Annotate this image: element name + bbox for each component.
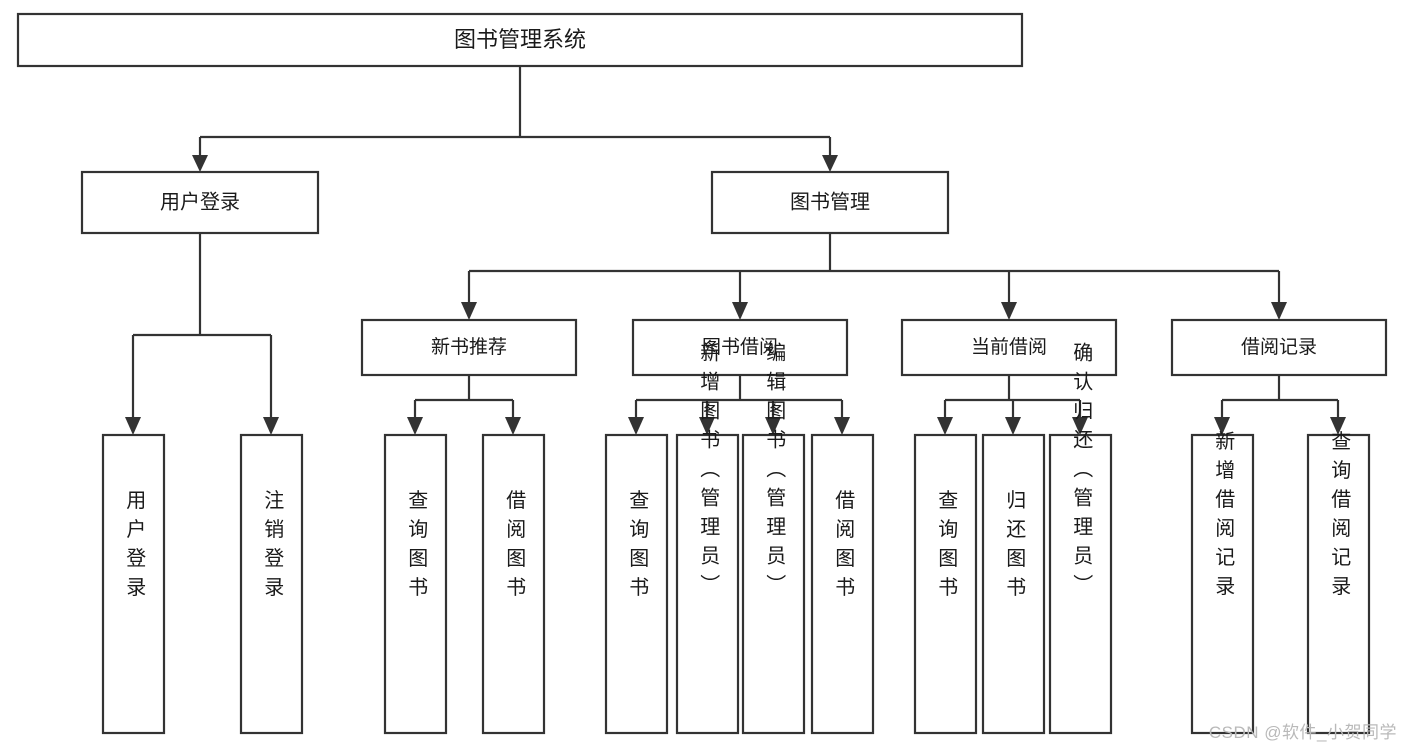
leaf-add-record-label: 新增借阅记录 bbox=[1212, 430, 1235, 604]
leaf-user-login[interactable]: 用户登录 bbox=[101, 433, 166, 735]
book-borrow-box[interactable] bbox=[631, 318, 849, 377]
arrow-leaf-query-book-2 bbox=[628, 417, 644, 435]
borrow-record-label: 借阅记录 bbox=[1241, 336, 1317, 358]
leaf-add-book[interactable]: 新增图书（管理员） bbox=[675, 341, 740, 735]
leaf-borrow-book-1-box[interactable] bbox=[481, 433, 546, 735]
borrow-record-box[interactable] bbox=[1170, 318, 1388, 377]
arrow-current-borrow bbox=[1001, 302, 1017, 320]
arrow-book-manage bbox=[822, 155, 838, 172]
leaf-add-record[interactable]: 新增借阅记录 bbox=[1190, 430, 1255, 735]
leaf-add-book-label: 新增图书（管理员） bbox=[697, 341, 720, 602]
leaf-borrow-book-2[interactable]: 借阅图书 bbox=[810, 433, 875, 735]
leaf-edit-book-box[interactable] bbox=[741, 433, 806, 735]
node-book-manage[interactable]: 图书管理 bbox=[710, 170, 950, 235]
leaf-add-record-box[interactable] bbox=[1190, 433, 1255, 735]
leaf-borrow-book-1-label: 借阅图书 bbox=[503, 489, 526, 605]
node-root[interactable]: 图书管理系统 bbox=[16, 12, 1024, 68]
book-manage-box[interactable] bbox=[710, 170, 950, 235]
leaf-return-book-box[interactable] bbox=[981, 433, 1046, 735]
book-borrow-label: 图书借阅 bbox=[702, 336, 778, 358]
user-login-box[interactable] bbox=[80, 170, 320, 235]
arrow-leaf-add-book bbox=[699, 417, 715, 435]
new-book-recommend-box[interactable] bbox=[360, 318, 578, 377]
arrow-leaf-borrow-book-1 bbox=[505, 417, 521, 435]
node-new-book-recommend[interactable]: 新书推荐 bbox=[360, 318, 578, 377]
arrow-borrow-record bbox=[1271, 302, 1287, 320]
leaf-edit-book-label: 编辑图书（管理员） bbox=[763, 341, 786, 602]
arrow-leaf-confirm-return bbox=[1072, 417, 1088, 435]
arrow-leaf-add-record bbox=[1214, 417, 1230, 435]
leaf-query-book-1-label: 查询图书 bbox=[405, 489, 428, 605]
node-current-borrow[interactable]: 当前借阅 bbox=[900, 318, 1118, 377]
node-user-login[interactable]: 用户登录 bbox=[80, 170, 320, 235]
leaf-add-book-box[interactable] bbox=[675, 433, 740, 735]
arrow-leaf-user-login bbox=[125, 417, 141, 435]
arrow-leaf-logout-login bbox=[263, 417, 279, 435]
arrow-leaf-query-book-1 bbox=[407, 417, 423, 435]
arrow-user-login bbox=[192, 155, 208, 172]
new-book-recommend-label: 新书推荐 bbox=[431, 336, 507, 358]
arrow-book-borrow bbox=[732, 302, 748, 320]
arrow-leaf-return-book bbox=[1005, 417, 1021, 435]
leaf-return-book-label: 归还图书 bbox=[1003, 489, 1026, 605]
leaf-query-book-2[interactable]: 查询图书 bbox=[604, 433, 669, 735]
leaf-return-book[interactable]: 归还图书 bbox=[981, 433, 1046, 735]
leaf-logout-login-box[interactable] bbox=[239, 433, 304, 735]
leaf-user-login-box[interactable] bbox=[101, 433, 166, 735]
leaf-logout-login-label: 注销登录 bbox=[261, 489, 284, 605]
arrow-new-book-recommend bbox=[461, 302, 477, 320]
current-borrow-label: 当前借阅 bbox=[971, 336, 1047, 358]
arrow-leaf-edit-book bbox=[765, 417, 781, 435]
leaf-query-book-3[interactable]: 查询图书 bbox=[913, 433, 978, 735]
root-label: 图书管理系统 bbox=[454, 27, 586, 52]
connectors bbox=[125, 66, 1346, 435]
node-borrow-record[interactable]: 借阅记录 bbox=[1170, 318, 1388, 377]
book-manage-label: 图书管理 bbox=[790, 190, 870, 213]
arrow-leaf-query-record bbox=[1330, 417, 1346, 435]
leaf-query-book-3-box[interactable] bbox=[913, 433, 978, 735]
leaf-query-record[interactable]: 查询借阅记录 bbox=[1306, 430, 1371, 735]
leaf-query-book-1[interactable]: 查询图书 bbox=[383, 433, 448, 735]
leaf-edit-book[interactable]: 编辑图书（管理员） bbox=[741, 341, 806, 735]
leaf-confirm-return-box[interactable] bbox=[1048, 433, 1113, 735]
leaf-query-book-2-box[interactable] bbox=[604, 433, 669, 735]
leaf-confirm-return[interactable]: 确认归还（管理员） bbox=[1048, 341, 1113, 735]
user-login-label: 用户登录 bbox=[160, 190, 240, 213]
arrow-leaf-borrow-book-2 bbox=[834, 417, 850, 435]
leaf-user-login-label: 用户登录 bbox=[123, 489, 146, 605]
leaf-query-book-1-box[interactable] bbox=[383, 433, 448, 735]
current-borrow-box[interactable] bbox=[900, 318, 1118, 377]
leaf-borrow-book-2-label: 借阅图书 bbox=[832, 489, 855, 605]
leaf-query-book-2-label: 查询图书 bbox=[626, 489, 649, 605]
node-book-borrow[interactable]: 图书借阅 bbox=[631, 318, 849, 377]
root-box[interactable] bbox=[16, 12, 1024, 68]
leaf-query-book-3-label: 查询图书 bbox=[935, 489, 958, 605]
leaf-borrow-book-2-box[interactable] bbox=[810, 433, 875, 735]
leaf-logout-login[interactable]: 注销登录 bbox=[239, 433, 304, 735]
leaf-query-record-label: 查询借阅记录 bbox=[1328, 430, 1351, 604]
leaf-query-record-box[interactable] bbox=[1306, 433, 1371, 735]
arrow-leaf-query-book-3 bbox=[937, 417, 953, 435]
leaf-confirm-return-label: 确认归还（管理员） bbox=[1070, 341, 1093, 602]
leaf-borrow-book-1[interactable]: 借阅图书 bbox=[481, 433, 546, 735]
